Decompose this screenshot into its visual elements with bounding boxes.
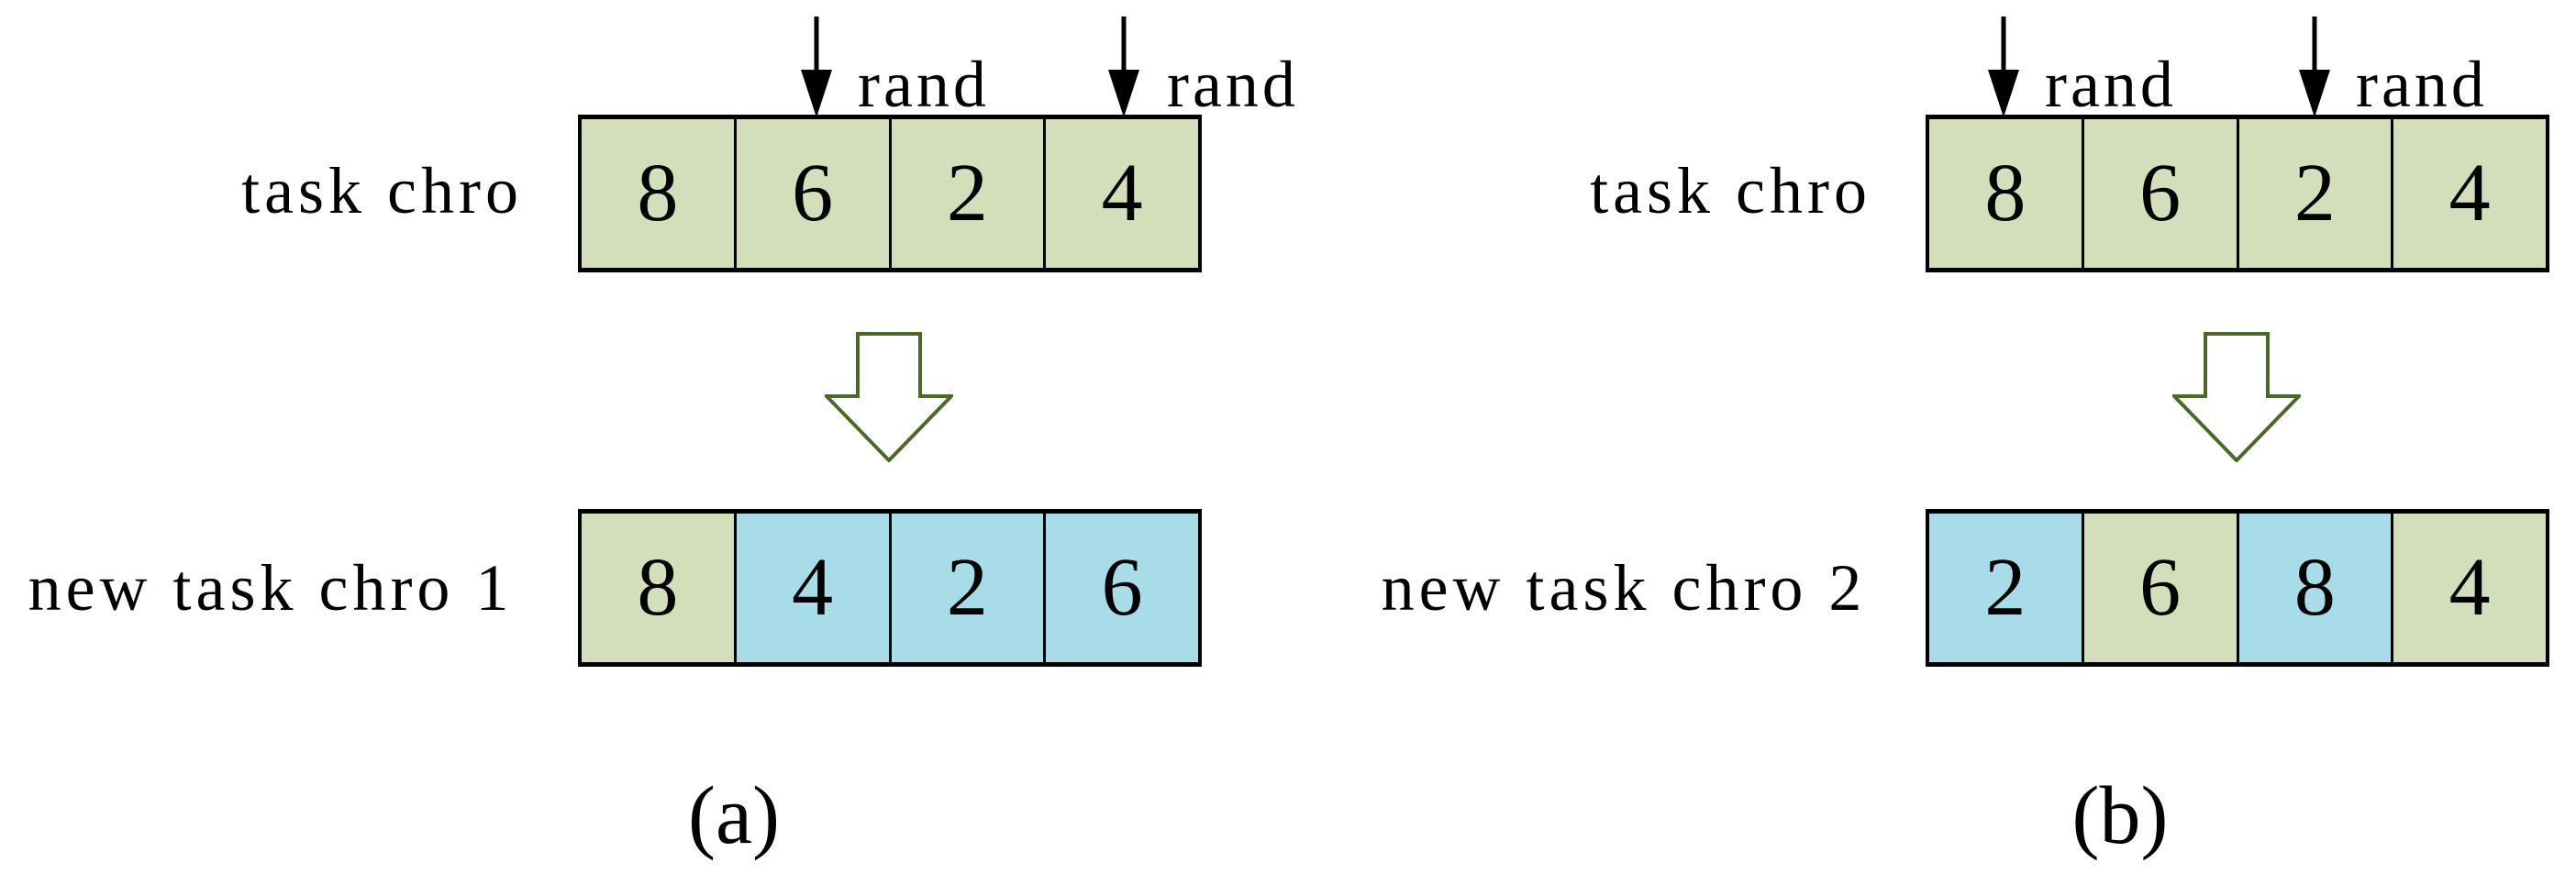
gene-value: 8 — [1984, 148, 2026, 238]
rand-arrow-icon — [801, 17, 832, 117]
chromosome-cell: 4 — [2391, 119, 2546, 268]
panel-b-bottom-row-label: new task chro 2 — [1381, 551, 1867, 625]
rand-label: rand — [2045, 48, 2177, 121]
chromosome-cell: 2 — [1929, 514, 2082, 662]
chromosome-cell: 2 — [888, 119, 1044, 268]
gene-value: 8 — [637, 542, 679, 633]
gene-value: 4 — [1101, 148, 1143, 238]
chromosome-cell: 8 — [582, 514, 734, 662]
chromosome-cell: 8 — [582, 119, 734, 268]
gene-value: 6 — [1101, 542, 1143, 633]
gene-value: 4 — [2448, 148, 2491, 238]
rand-arrow-icon — [1108, 17, 1139, 117]
gene-value: 8 — [2293, 542, 2336, 633]
rand-arrow-icon — [2299, 17, 2330, 117]
chromosome-cell: 4 — [1043, 119, 1198, 268]
gene-value: 6 — [2139, 148, 2182, 238]
transform-down-arrow-icon — [825, 332, 953, 462]
panel-b-top-row-label: task chro — [1590, 154, 1871, 227]
chromosome-cell: 4 — [733, 514, 889, 662]
rand-label: rand — [858, 48, 990, 121]
chromosome-cell: 6 — [1043, 514, 1198, 662]
chromosome-cell: 2 — [2236, 119, 2392, 268]
chromosome-cell: 4 — [2391, 514, 2546, 662]
panel-a-bottom-row-label: new task chro 1 — [28, 551, 514, 625]
gene-value: 8 — [637, 148, 679, 238]
gene-value: 2 — [946, 148, 988, 238]
gene-value: 4 — [792, 542, 834, 633]
rand-label: rand — [2356, 48, 2488, 121]
chromosome-cell: 8 — [1929, 119, 2082, 268]
panel-b-caption: (b) — [2071, 770, 2169, 861]
rand-label: rand — [1167, 48, 1299, 121]
panel-a-caption: (a) — [688, 770, 780, 861]
panel-b-new-task-chromosome: 2 6 8 4 — [1926, 509, 2549, 667]
chromosome-cell: 6 — [2081, 119, 2237, 268]
chromosome-cell: 8 — [2236, 514, 2392, 662]
gene-value: 4 — [2448, 542, 2491, 633]
chromosome-cell: 2 — [888, 514, 1044, 662]
gene-value: 2 — [1984, 542, 2026, 633]
rand-arrow-icon — [1988, 17, 2019, 117]
chromosome-cell: 6 — [733, 119, 889, 268]
panel-a-top-row-label: task chro — [241, 154, 523, 227]
transform-down-arrow-icon — [2172, 332, 2301, 462]
gene-value: 6 — [792, 148, 834, 238]
gene-value: 2 — [2293, 148, 2336, 238]
panel-b-task-chromosome: 8 6 2 4 — [1926, 115, 2549, 272]
chromosome-cell: 6 — [2081, 514, 2237, 662]
panel-a-task-chromosome: 8 6 2 4 — [578, 115, 1202, 272]
gene-value: 6 — [2139, 542, 2182, 633]
gene-value: 2 — [946, 542, 988, 633]
panel-a-new-task-chromosome: 8 4 2 6 — [578, 509, 1202, 667]
